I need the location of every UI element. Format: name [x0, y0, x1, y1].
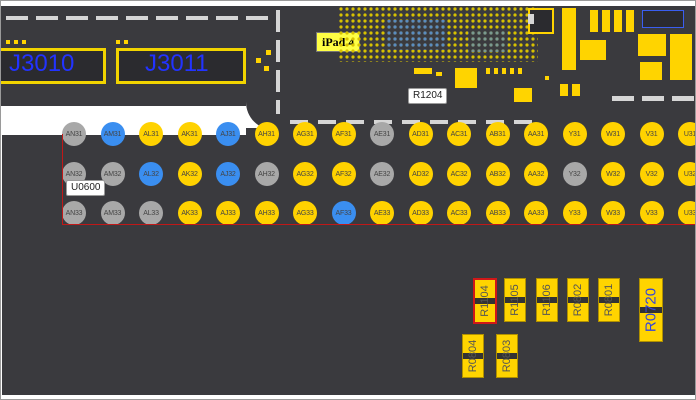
bga-ball[interactable]: AG31 — [293, 122, 317, 146]
bga-ball[interactable]: U32 — [678, 162, 696, 186]
bga-ball[interactable]: AF32 — [331, 162, 356, 186]
resistor-label: R0803 — [501, 339, 513, 373]
resistor-r0802[interactable]: R0802 — [567, 278, 589, 322]
resistor-band — [599, 297, 619, 303]
resistor-band — [640, 307, 662, 313]
bga-ball[interactable]: Y33 — [562, 201, 587, 225]
resistor-r1106[interactable]: R1106 — [536, 278, 558, 322]
part-label-r1204[interactable]: R1204 — [408, 88, 448, 104]
resistor-label: R0801 — [603, 283, 615, 317]
cpu-bga-area[interactable] — [338, 6, 538, 62]
bga-ball[interactable]: V33 — [639, 201, 664, 225]
resistor-r0804[interactable]: R0804 — [462, 334, 484, 378]
bga-ball[interactable]: AC32 — [447, 162, 471, 186]
resistor-r1105[interactable]: R1105 — [504, 278, 526, 322]
bga-ball[interactable]: AB32 — [485, 162, 510, 186]
bga-ball[interactable]: AH31 — [254, 122, 279, 146]
bga-ball[interactable]: AD31 — [408, 122, 433, 146]
resistor-band — [463, 353, 483, 359]
bga-ball[interactable]: AL33 — [139, 201, 163, 225]
bga-ball[interactable]: Y31 — [562, 122, 587, 146]
bga-ball[interactable]: AK33 — [177, 201, 202, 225]
u0600-outline — [62, 134, 696, 225]
bga-ball[interactable]: AJ31 — [216, 122, 240, 146]
bga-ball[interactable]: AM31 — [100, 122, 125, 146]
resistor-r0803[interactable]: R0803 — [496, 334, 518, 378]
bga-ball[interactable]: AD33 — [408, 201, 433, 225]
resistor-band — [537, 297, 557, 303]
bga-ball[interactable]: AB33 — [485, 201, 510, 225]
bga-ball[interactable]: W33 — [601, 201, 625, 225]
resistor-label: R1104 — [479, 285, 491, 317]
connector-j3011-label: J3011 — [145, 50, 209, 77]
bga-ball[interactable]: U31 — [678, 122, 696, 146]
bga-ball[interactable]: AG32 — [293, 162, 317, 186]
bga-ball[interactable]: Y32 — [562, 162, 587, 186]
bga-ball[interactable]: W31 — [601, 122, 625, 146]
bga-ball[interactable]: AN33 — [62, 201, 86, 225]
bga-ball[interactable]: AF33 — [331, 201, 356, 225]
bga-ball[interactable]: AL32 — [139, 162, 163, 186]
resistor-r1104[interactable]: R1104 — [473, 278, 497, 324]
resistor-r0801[interactable]: R0801 — [598, 278, 620, 322]
connector-j3010-label: J3010 — [9, 50, 75, 77]
bga-ball[interactable]: AM33 — [100, 201, 125, 225]
bga-ball[interactable]: V32 — [639, 162, 664, 186]
part-label-u0600[interactable]: U0600 — [66, 180, 106, 196]
resistor-label: R1106 — [541, 284, 553, 316]
bga-ball[interactable]: AA32 — [524, 162, 548, 186]
bga-ball[interactable]: AJ32 — [216, 162, 240, 186]
bga-ball[interactable]: W32 — [601, 162, 625, 186]
bga-ball[interactable]: AC33 — [447, 201, 471, 225]
bga-ball[interactable]: AN31 — [62, 122, 86, 146]
bga-ball[interactable]: AE31 — [370, 122, 394, 146]
resistor-r0720[interactable]: R0720 — [639, 278, 663, 342]
connector-j3010[interactable]: J3010 — [0, 48, 106, 84]
resistor-label: R0804 — [467, 339, 479, 373]
bga-ball[interactable]: AJ33 — [216, 201, 240, 225]
bga-ball[interactable]: AH33 — [254, 201, 279, 225]
bga-ball[interactable]: AL31 — [139, 122, 163, 146]
bga-ball[interactable]: AB31 — [485, 122, 510, 146]
board-lower-cap — [246, 128, 696, 138]
bga-ball[interactable]: AE32 — [370, 162, 394, 186]
bga-ball[interactable]: AK32 — [177, 162, 202, 186]
bga-ball[interactable]: AH32 — [254, 162, 279, 186]
bga-ball[interactable]: AF31 — [331, 122, 356, 146]
bga-ball[interactable]: AK31 — [177, 122, 202, 146]
bga-ball[interactable]: AG33 — [293, 201, 317, 225]
resistor-band — [497, 353, 517, 359]
bga-ball[interactable]: AE33 — [370, 201, 394, 225]
bga-ball[interactable]: AD32 — [408, 162, 433, 186]
resistor-band — [505, 297, 525, 303]
connector-j3011[interactable]: J3011 — [116, 48, 246, 84]
resistor-band — [475, 298, 495, 304]
bga-ball[interactable]: AA33 — [524, 201, 548, 225]
resistor-label: R0720 — [642, 287, 660, 333]
bga-ball[interactable]: U33 — [678, 201, 696, 225]
resistor-label: R1105 — [509, 284, 521, 316]
resistor-label: R0802 — [572, 283, 584, 317]
bga-ball[interactable]: AA31 — [524, 122, 548, 146]
bga-ball[interactable]: V31 — [639, 122, 664, 146]
bga-ball[interactable]: AC31 — [447, 122, 471, 146]
resistor-band — [568, 297, 588, 303]
